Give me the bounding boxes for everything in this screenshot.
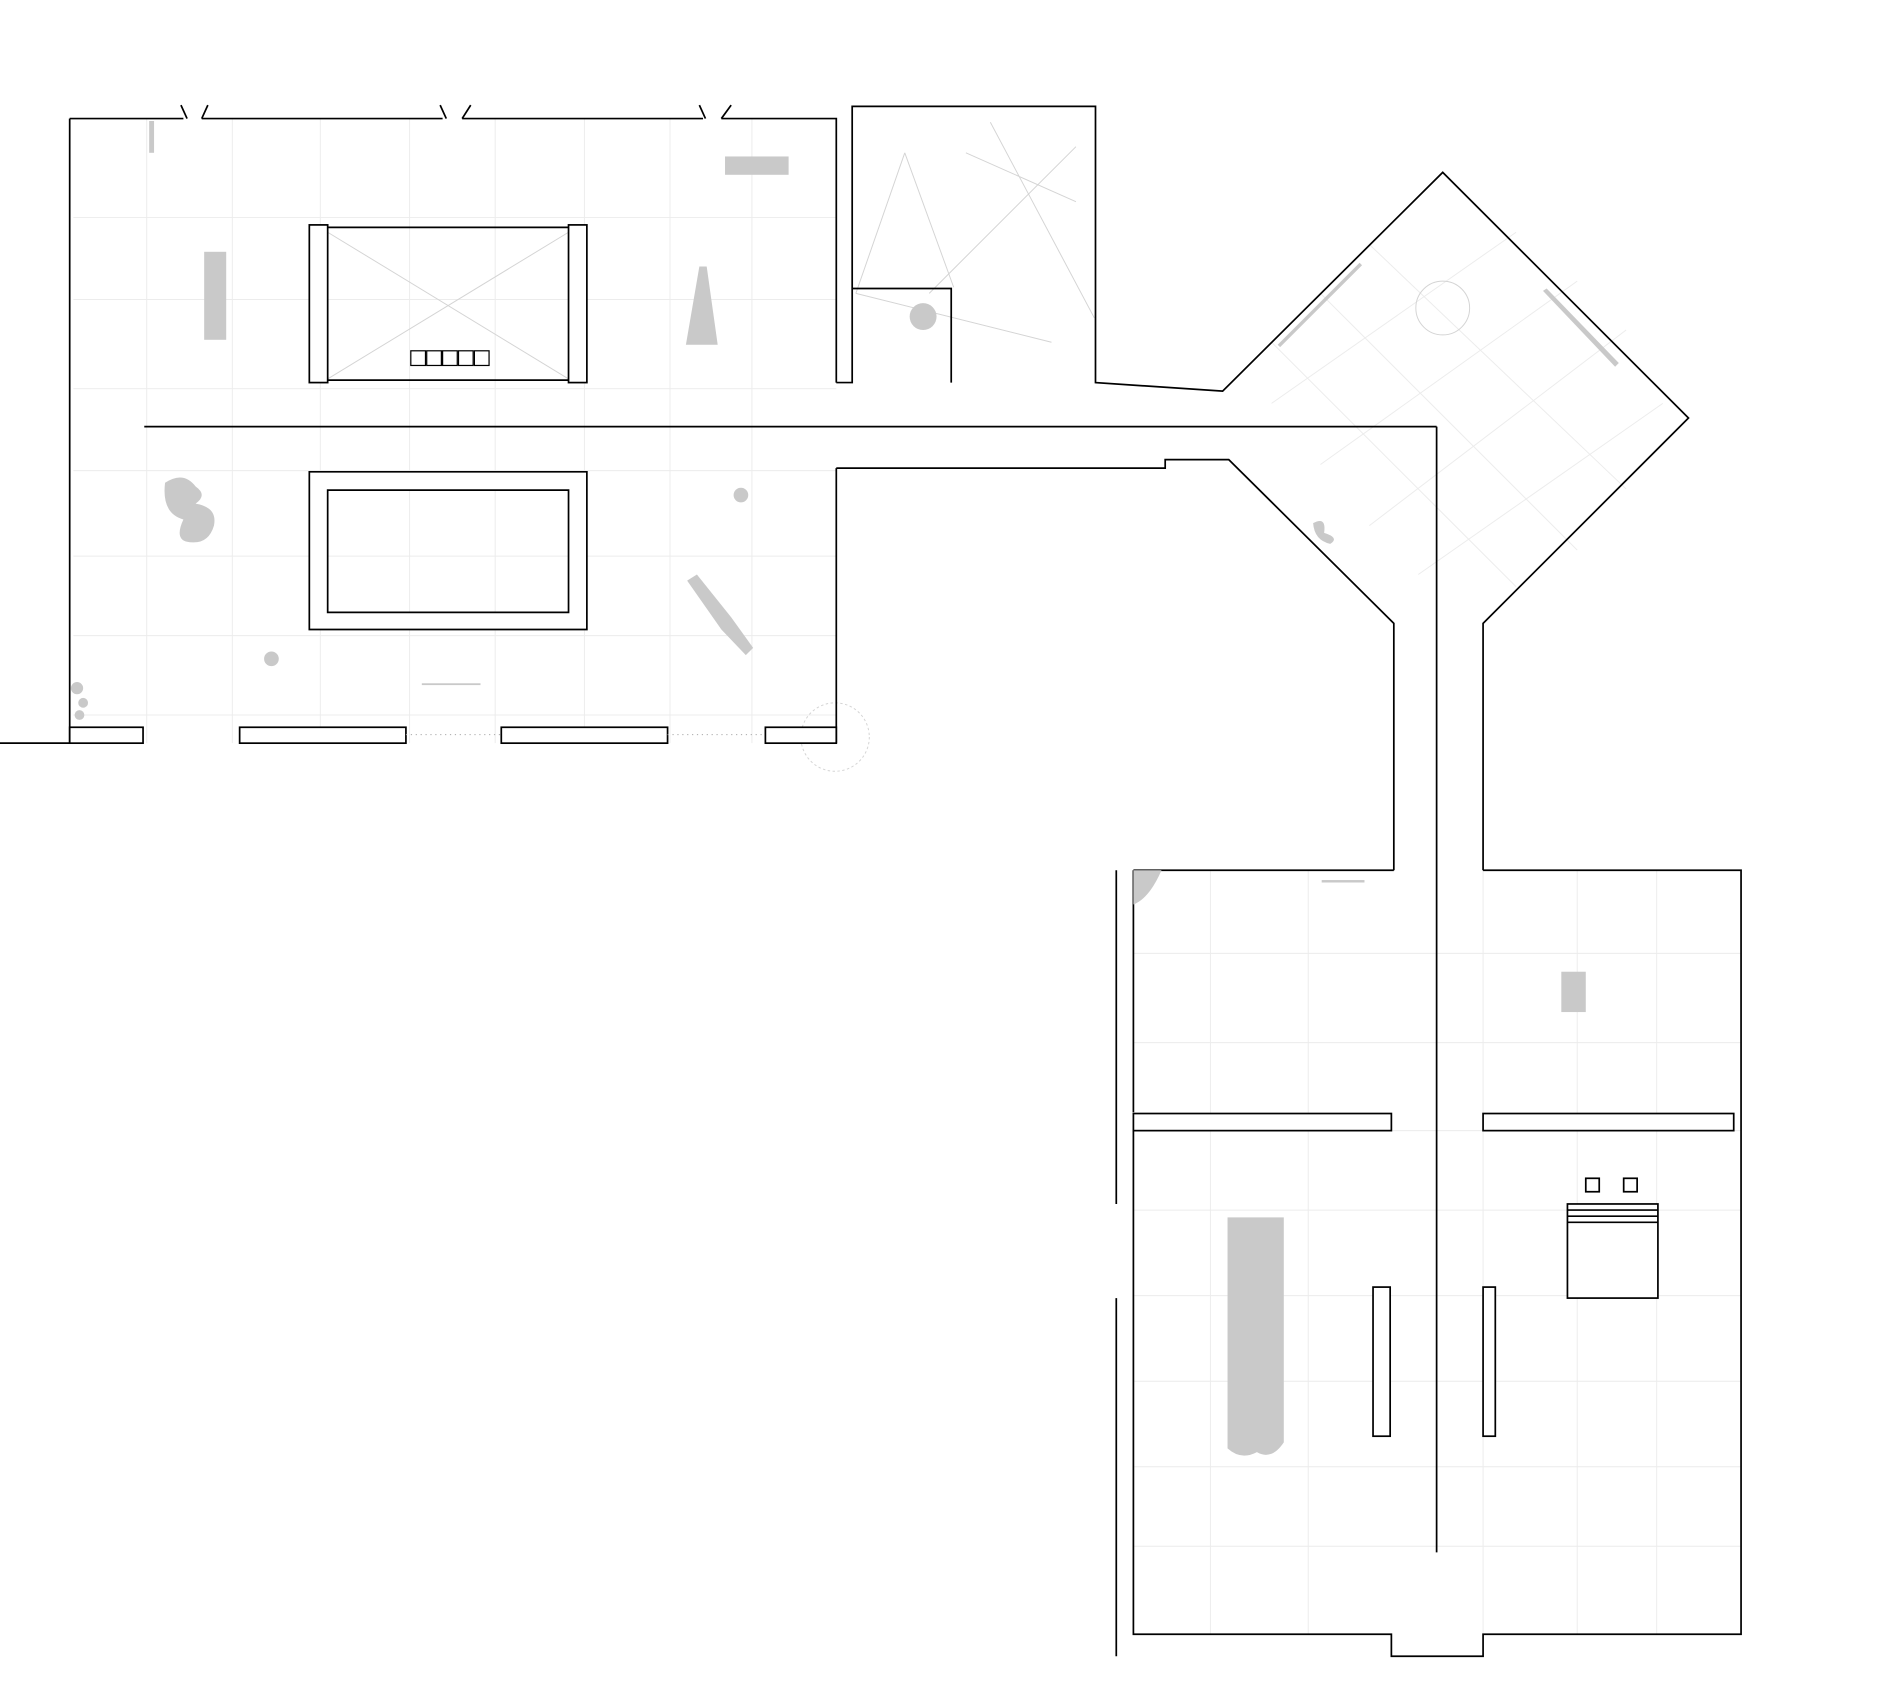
inner-gallery-top bbox=[308, 224, 588, 384]
lower-building-walls bbox=[1115, 426, 1742, 1658]
inner-gallery-bottom bbox=[308, 470, 588, 631]
left-building-walls bbox=[0, 104, 1437, 745]
grid-diamond bbox=[1271, 231, 1664, 588]
lower-building-partitions bbox=[1132, 1112, 1735, 1438]
grid-left-building bbox=[73, 118, 837, 744]
upper-room-lines bbox=[327, 122, 1471, 772]
connecting-walls bbox=[836, 105, 1690, 871]
exhibit-objects bbox=[70, 121, 1619, 1456]
left-building-bottom-walls bbox=[68, 726, 838, 745]
